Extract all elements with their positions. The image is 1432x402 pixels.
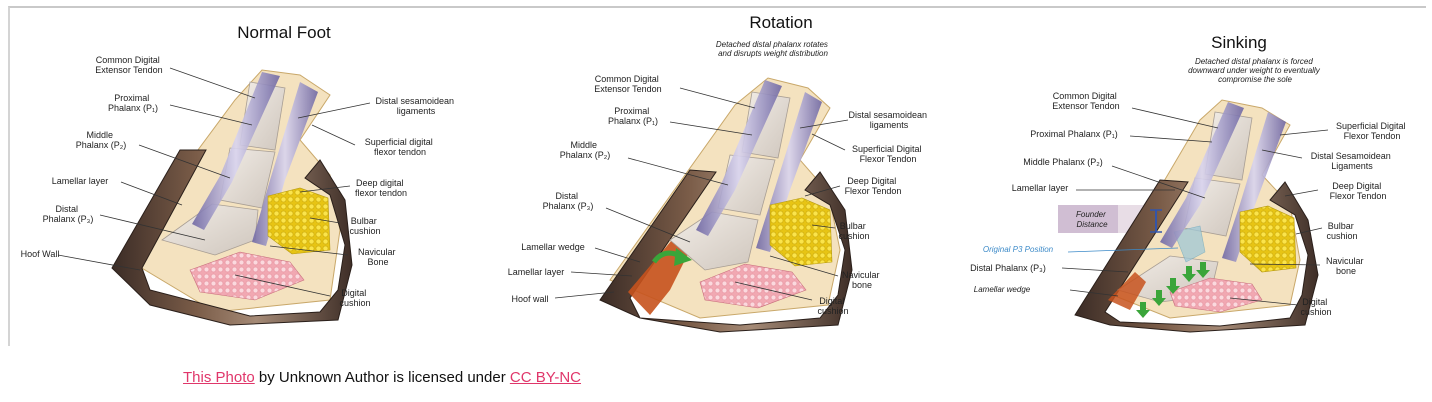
license-link[interactable]: CC BY-NC — [509, 369, 582, 386]
label-navicular-bone: Navicular bone — [842, 270, 882, 290]
hoof-wall — [111, 149, 353, 326]
label-superficial-flexor: Superficial digital flexor tendon — [365, 137, 436, 157]
label-digital-cushion: Digital cushion — [339, 288, 370, 308]
panel-subtitle: Detached distal phalanx rotates and disr… — [716, 40, 830, 58]
label-lamellar-wedge: Lamellar wedge — [521, 242, 585, 252]
label-proximal-phalanx: Proximal Phalanx (P₁) — [108, 93, 158, 113]
label-lamellar-layer: Lamellar layer — [1012, 183, 1069, 193]
label-middle-phalanx: Middle Phalanx (P₂) — [1023, 157, 1103, 167]
label-founder-distance: Founder Distance — [1076, 210, 1108, 229]
label-superficial-flexor: Superficial Digital Flexor Tendon — [852, 144, 924, 164]
attribution-text: by Unknown Author is licensed under — [254, 369, 510, 386]
label-distal-phalanx: Distal Phalanx (P₃) — [543, 191, 594, 211]
attribution-line: This Photo by Unknown Author is licensed… — [183, 369, 581, 386]
label-navicular-bone: Navicular Bone — [358, 247, 398, 267]
panel-title: Sinking — [1211, 33, 1267, 52]
panel-normal-foot: Normal Foot Commo — [21, 23, 456, 326]
panel-rotation: Rotation Detached distal phalanx rotates… — [508, 13, 929, 333]
label-bulbar-cushion: Bulbar cushion — [1326, 221, 1357, 241]
label-digital-cushion: Digital cushion — [817, 296, 848, 316]
sinking-arrows — [1136, 262, 1210, 318]
label-bulbar-cushion: Bulbar cushion — [838, 221, 869, 241]
label-lamellar-layer: Lamellar layer — [508, 267, 565, 277]
label-distal-sesamoidean: Distal Sesamoidean Ligaments — [1311, 151, 1394, 171]
panel-title: Normal Foot — [237, 23, 331, 42]
panel-sinking: Sinking Detached distal phalanx is force… — [970, 33, 1408, 333]
label-distal-sesamoidean: Distal sesamoidean ligaments — [848, 110, 929, 130]
label-digital-cushion: Digital cushion — [1300, 297, 1331, 317]
label-proximal-phalanx: Proximal Phalanx (P₁) — [608, 106, 658, 126]
label-distal-phalanx: Distal Phalanx (P₃) — [970, 263, 1046, 273]
label-hoof-wall: Hoof wall — [511, 294, 548, 304]
label-original-p3-position: Original P3 Position — [983, 245, 1054, 254]
label-proximal-phalanx: Proximal Phalanx (P₁) — [1030, 129, 1118, 139]
label-deep-flexor: Deep Digital Flexor Tendon — [845, 176, 902, 196]
label-common-digital-extensor: Common Digital Extensor Tendon — [95, 55, 162, 75]
label-lamellar-wedge: Lamellar wedge — [974, 285, 1031, 294]
original-p3-ghost — [1173, 225, 1206, 263]
label-hoof-wall: Hoof Wall — [21, 249, 60, 259]
panel-subtitle: Detached distal phalanx is forced downwa… — [1188, 57, 1322, 84]
label-bulbar-cushion: Bulbar cushion — [349, 216, 380, 236]
label-common-digital-extensor: Common Digital Extensor Tendon — [594, 74, 661, 94]
panel-title: Rotation — [749, 13, 812, 32]
label-middle-phalanx: Middle Phalanx (P₂) — [560, 140, 611, 160]
lamellar-wedge — [628, 240, 690, 315]
label-lamellar-layer: Lamellar layer — [52, 176, 109, 186]
label-distal-phalanx: Distal Phalanx (P₃) — [43, 204, 94, 224]
label-distal-sesamoidean: Distal sesamoidean ligaments — [375, 96, 456, 116]
label-deep-flexor: Deep digital flexor tendon — [355, 178, 407, 198]
label-common-digital-extensor: Common Digital Extensor Tendon — [1052, 91, 1119, 111]
photo-link[interactable]: This Photo — [183, 369, 255, 386]
label-deep-flexor: Deep Digital Flexor Tendon — [1330, 181, 1387, 201]
label-superficial-flexor: Superficial Digital Flexor Tendon — [1336, 121, 1408, 141]
label-navicular-bone: Navicular bone — [1326, 256, 1366, 276]
label-middle-phalanx: Middle Phalanx (P₂) — [76, 130, 127, 150]
